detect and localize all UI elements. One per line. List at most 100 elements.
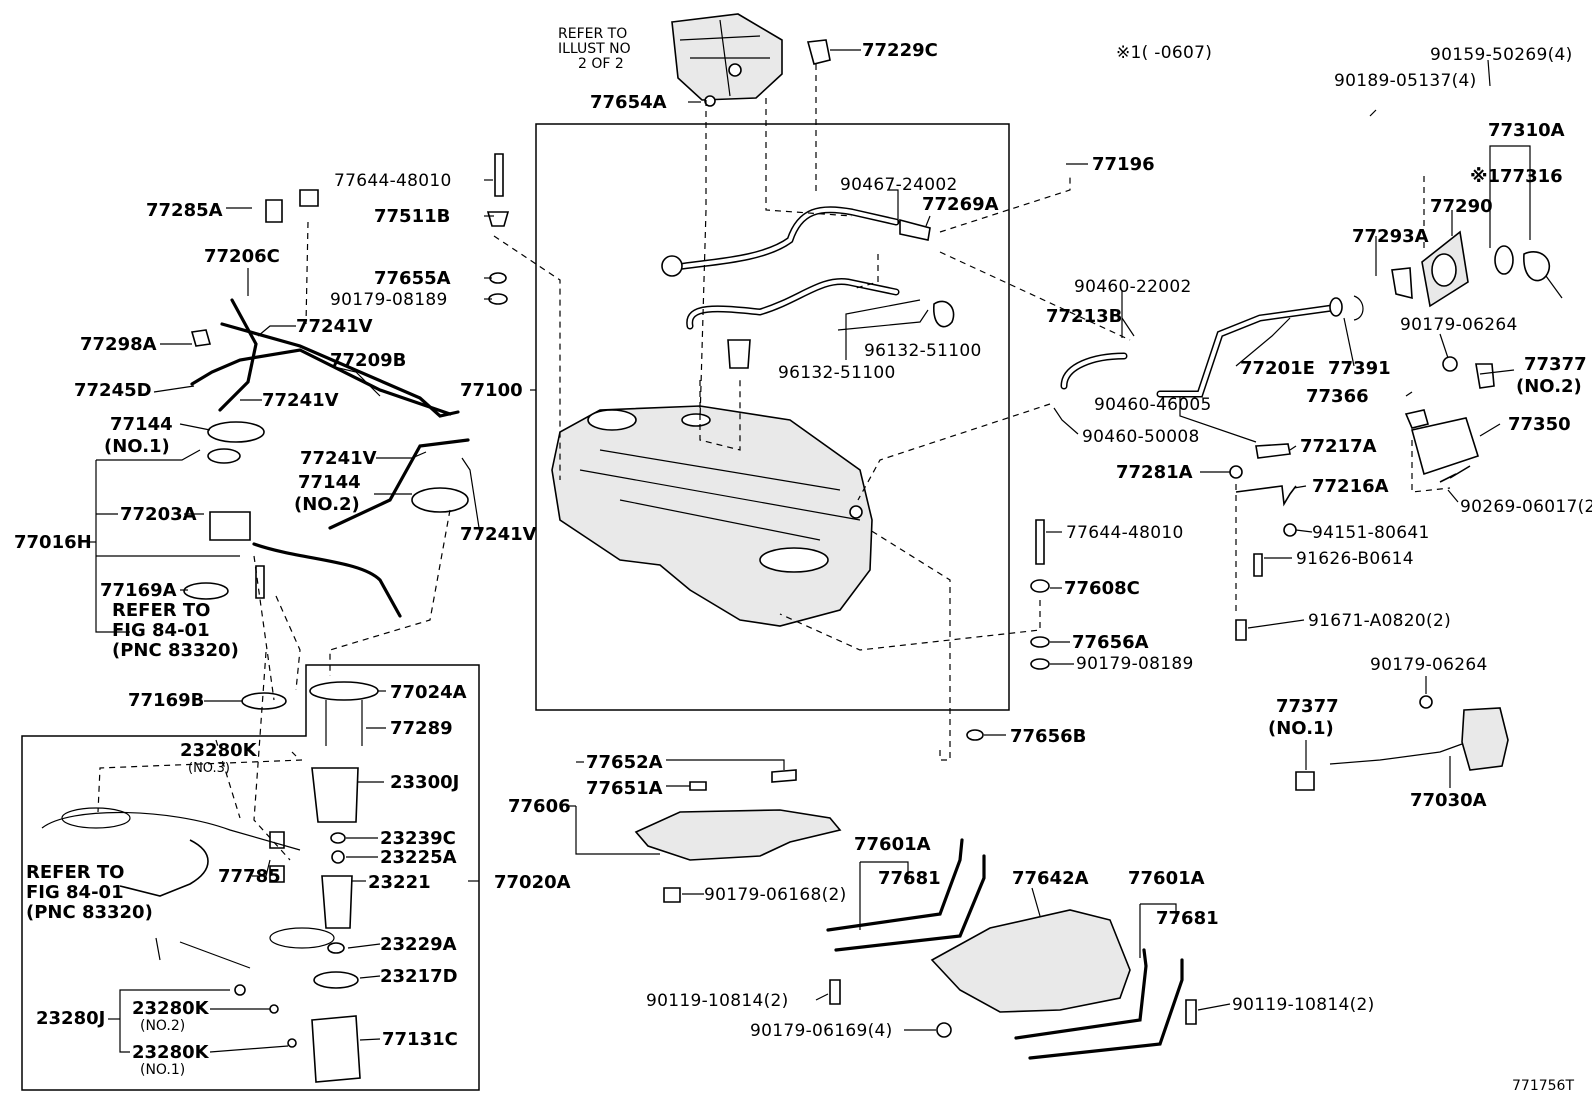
label-77289: 77289 (390, 718, 453, 739)
label-77377-a: 77377 (1524, 354, 1587, 375)
label-77241v-2: 77241V (262, 390, 339, 411)
label-91626: 91626-B0614 (1296, 549, 1414, 569)
label-77656a: 77656A (1072, 632, 1149, 653)
label-90460-50008: 90460-50008 (1082, 427, 1200, 447)
label-77601a-1: 77601A (854, 834, 931, 855)
label-77100: 77100 (460, 380, 523, 401)
opener-cable-drawing (1295, 695, 1509, 791)
refer-illust-line2: ILLUST NO (558, 41, 631, 57)
label-94151: 94151-80641 (1312, 523, 1430, 543)
label-96132-a: 96132-51100 (864, 341, 982, 361)
refer-fig-a-line2: FIG 84-01 (112, 620, 210, 641)
part-labels: 77229C 77654A 90159-50269(4) 90189-05137… (14, 40, 1592, 1094)
label-77785: 77785 (218, 866, 281, 887)
label-23239c: 23239C (380, 828, 456, 849)
label-23221: 23221 (368, 872, 431, 893)
reference-dashes (97, 64, 1451, 861)
label-90179-06168: 90179-06168(2) (704, 885, 847, 905)
harness-drawing (183, 189, 470, 710)
label-90159: 90159-50269(4) (1430, 45, 1573, 65)
label-77644-b: 77644-48010 (1066, 523, 1184, 543)
refer-fig-b-line1: REFER TO (26, 862, 124, 883)
refer-fig-a-line1: REFER TO (112, 600, 210, 621)
refer-fig-a-line3: (PNC 83320) (112, 640, 239, 661)
label-91671: 91671-A0820(2) (1308, 611, 1451, 631)
label-77169b: 77169B (128, 690, 204, 711)
label-77652a: 77652A (586, 752, 663, 773)
label-77290: 77290 (1430, 196, 1493, 217)
fuel-tank-group-box (535, 123, 1010, 711)
label-77020a: 77020A (494, 872, 571, 893)
label-77245d: 77245D (74, 380, 152, 401)
label-77601a-2: 77601A (1128, 868, 1205, 889)
label-77269a: 77269A (922, 194, 999, 215)
label-77377-b: 77377 (1276, 696, 1339, 717)
label-77229c: 77229C (862, 40, 938, 61)
label-23280k-3: 23280K (132, 1042, 210, 1063)
label-23280k-1-no: (NO.3) (188, 761, 230, 776)
bracket-drawing (1229, 443, 1297, 641)
leader-lines (88, 49, 1531, 1053)
fuel-pump-drawing (119, 681, 379, 1083)
label-77310a: 77310A (1488, 120, 1565, 141)
label-77350: 77350 (1508, 414, 1571, 435)
label-77681-b: 77681 (1156, 908, 1219, 929)
label-90179-06264-b: 90179-06264 (1370, 655, 1488, 675)
label-90467: 90467-24002 (840, 175, 958, 195)
label-90460-46005: 90460-46005 (1094, 395, 1212, 415)
stud-grommet-drawing (486, 95, 1050, 741)
label-77030a: 77030A (1410, 790, 1487, 811)
label-77201e: 77201E (1240, 358, 1315, 379)
label-90119-a: 90119-10814(2) (646, 991, 789, 1011)
label-90179-06264-a: 90179-06264 (1400, 315, 1518, 335)
refer-illust-line1: REFER TO (558, 26, 627, 42)
label-77209b: 77209B (330, 350, 406, 371)
label-77681-a: 77681 (878, 868, 941, 889)
label-90179-06169: 90179-06169(4) (750, 1021, 893, 1041)
label-77366: 77366 (1306, 386, 1369, 407)
label-90119-b: 90119-10814(2) (1232, 995, 1375, 1015)
label-23300j: 23300J (390, 772, 459, 793)
label-90179-08189-b: 90179-08189 (1076, 654, 1194, 674)
label-77217a: 77217A (1300, 436, 1377, 457)
label-23280k-3-no: (NO.1) (140, 1062, 185, 1078)
label-77216a: 77216A (1312, 476, 1389, 497)
clip-77229c-drawing (806, 39, 831, 65)
production-note: ※1( -0607) (1116, 43, 1212, 63)
label-77016h: 77016H (14, 532, 92, 553)
label-77144-b-no: (NO.2) (294, 494, 360, 515)
label-77196: 77196 (1092, 154, 1155, 175)
label-77144-a-no: (NO.1) (104, 436, 170, 457)
refer-illust-line3: 2 OF 2 (578, 56, 624, 72)
label-77656b: 77656B (1010, 726, 1086, 747)
label-90269: 90269-06017(2) (1460, 497, 1592, 517)
label-77377-a-no: (NO.2) (1516, 376, 1582, 397)
label-90179-08189-a: 90179-08189 (330, 290, 448, 310)
label-77213b: 77213B (1046, 306, 1122, 327)
label-90189: 90189-05137(4) (1334, 71, 1477, 91)
label-77241v-4: 77241V (460, 524, 537, 545)
label-23280k-2: 23280K (132, 998, 210, 1019)
label-77203a: 77203A (120, 504, 197, 525)
label-77241v-3: 77241V (300, 448, 377, 469)
label-77293a: 77293A (1352, 226, 1429, 247)
label-23217d: 23217D (380, 966, 458, 987)
label-77391: 77391 (1328, 358, 1391, 379)
label-77298a: 77298A (80, 334, 157, 355)
fuel-lid-drawing (1404, 356, 1495, 483)
tank-bottom-drawing (41, 807, 335, 1048)
label-77206c: 77206C (204, 246, 280, 267)
label-77131c: 77131C (382, 1029, 458, 1050)
label-77654a: 77654A (590, 92, 667, 113)
figure-number: 771756T (1512, 1078, 1574, 1094)
pump-group-box (21, 664, 480, 1091)
label-90460-22002: 90460-22002 (1074, 277, 1192, 297)
label-23280k-1: 23280K (180, 740, 258, 761)
label-77144-a: 77144 (110, 414, 173, 435)
vent-tube-drawing (661, 206, 955, 369)
label-77241v-1: 77241V (296, 316, 373, 337)
label-77285a: 77285A (146, 200, 223, 221)
label-23280k-2-no: (NO.2) (140, 1018, 185, 1034)
label-77655a: 77655A (374, 268, 451, 289)
